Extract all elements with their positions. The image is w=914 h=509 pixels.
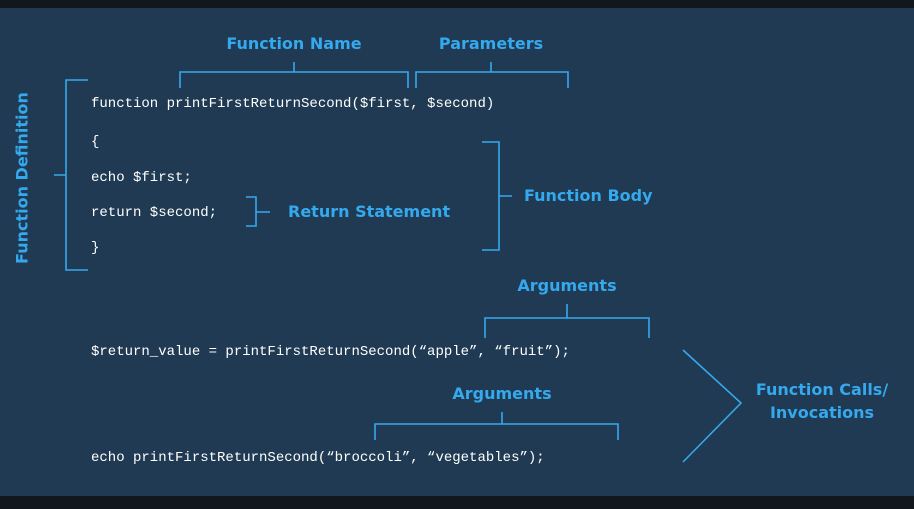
label-return-statement: Return Statement	[288, 202, 451, 221]
function-definition-bracket	[54, 79, 88, 271]
arguments-bracket-2	[374, 412, 619, 440]
label-parameters: Parameters	[438, 34, 544, 53]
label-invocations: Invocations	[769, 403, 875, 422]
code-line-call-return-value: $return_value = printFirstReturnSecond(“…	[91, 344, 570, 360]
label-arguments-1: Arguments	[517, 276, 617, 295]
arguments-bracket-1	[484, 304, 650, 338]
code-line-open-brace: {	[91, 134, 100, 150]
function-calls-chevron	[682, 349, 743, 463]
parameters-bracket	[415, 62, 569, 88]
return-statement-bracket	[246, 196, 270, 227]
code-line-function-signature: function printFirstReturnSecond($first, …	[91, 96, 495, 112]
diagram-panel	[0, 8, 914, 496]
label-function-calls: Function Calls/	[755, 380, 889, 399]
label-function-body: Function Body	[524, 186, 653, 205]
function-body-bracket	[482, 141, 512, 251]
code-line-echo-first: echo $first;	[91, 170, 192, 186]
label-function-definition: Function Definition	[12, 92, 32, 264]
label-arguments-2: Arguments	[452, 384, 552, 403]
code-line-call-echo: echo printFirstReturnSecond(“broccoli”, …	[91, 450, 545, 466]
function-name-bracket	[179, 62, 409, 88]
code-line-return-second: return $second;	[91, 205, 218, 221]
code-line-close-brace: }	[91, 240, 100, 256]
label-function-name: Function Name	[226, 34, 362, 53]
